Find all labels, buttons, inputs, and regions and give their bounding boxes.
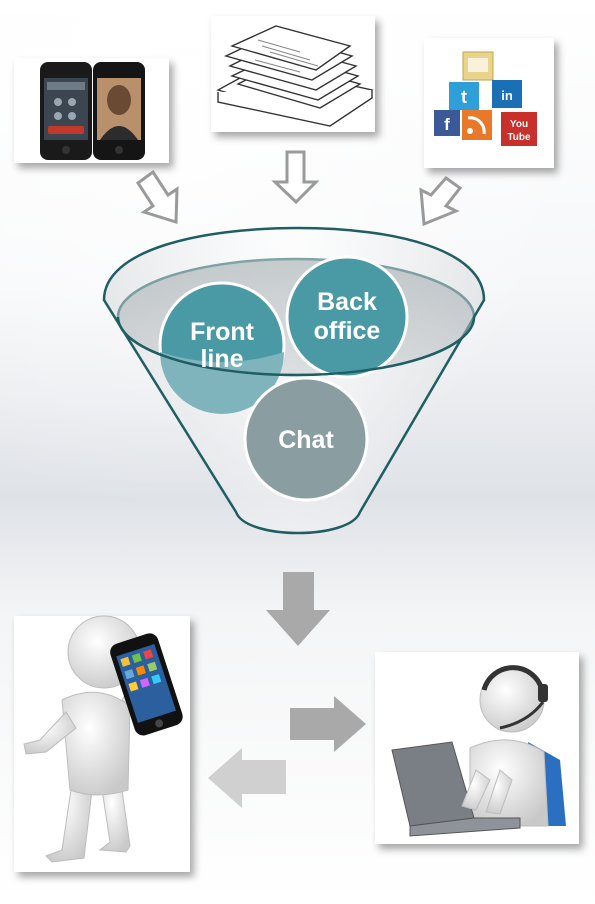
svg-text:in: in [501, 88, 513, 103]
svg-text:Tube: Tube [507, 132, 531, 143]
label-chat: Chat [278, 426, 334, 454]
funnel-rim-front [116, 316, 476, 377]
svg-text:t: t [461, 87, 467, 107]
social-media-cubes-icon: t in f You Tube [434, 51, 537, 146]
svg-text:You: You [510, 119, 528, 130]
arrow-from-social [419, 175, 463, 227]
svg-text:f: f [444, 115, 450, 134]
label-front-line-1: Front [190, 318, 255, 346]
person-on-phone-icon [23, 615, 183, 863]
label-front-line-2: line [200, 345, 243, 373]
arrow-from-smartphone [135, 169, 179, 225]
arrow-to-caller [208, 748, 286, 808]
paper-stack-icon [216, 25, 374, 127]
circle-back-office [285, 255, 409, 379]
arrow-from-paper [271, 150, 320, 205]
circle-chat [243, 376, 369, 502]
agent-with-headset-icon [391, 665, 566, 837]
label-back-office-1: Back [317, 288, 377, 316]
arrow-funnel-output [266, 572, 330, 646]
arrow-to-agent [290, 696, 366, 752]
circle-front-line [158, 281, 286, 414]
label-back-office-2: office [314, 317, 381, 345]
smartphone-icon [40, 62, 145, 160]
